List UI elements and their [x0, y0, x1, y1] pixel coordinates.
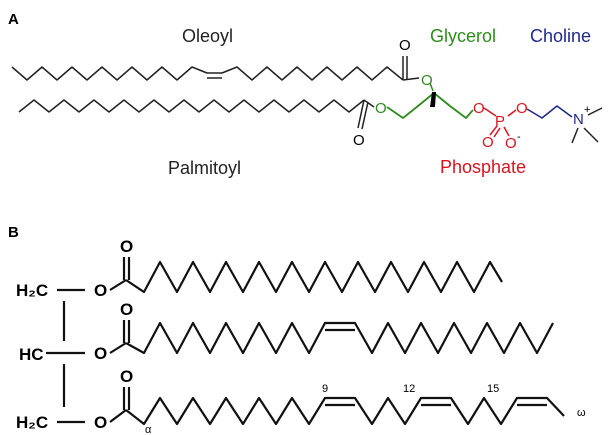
ester-to-glycerol-bond [429, 82, 434, 92]
phosphate-double-bond [489, 125, 498, 136]
palmitoyl-ester-oxygen: O [375, 100, 387, 117]
palmitoyl-carbonyl-bond-2 [361, 101, 369, 130]
row3-polyunsaturated-chain [125, 396, 565, 426]
row2-unsaturated-chain [125, 321, 554, 355]
position-15-label: 15 [487, 383, 499, 395]
phosphate-bond-1 [483, 107, 497, 117]
palmitoyl-carbonyl-bond [357, 99, 365, 129]
panel-a-label: A [8, 11, 19, 28]
row1-carbonyl-oxygen: O [120, 237, 133, 256]
oleoyl-label: Oleoyl [182, 26, 233, 46]
h2c-bottom: H₂C [16, 413, 48, 432]
row3-o-carbonyl-bond [109, 409, 127, 423]
oleoyl-chain [11, 66, 404, 81]
palmitoyl-label: Palmitoyl [168, 158, 241, 178]
row1-saturated-chain [125, 260, 503, 294]
row3-carbonyl-oxygen: O [120, 367, 133, 386]
panel-b: B H₂C HC H₂C O O O O O O [8, 224, 586, 435]
omega-end-label: ω [577, 407, 586, 419]
choline-linker [526, 105, 573, 119]
phosphate-bond-2 [507, 109, 517, 117]
phosphate-double-bond-2 [493, 127, 501, 138]
phosphate-label: Phosphate [440, 157, 526, 177]
palmitoyl-chain [18, 99, 365, 113]
panel-b-label: B [8, 224, 19, 241]
row3-ester-oxygen: O [94, 413, 107, 432]
glycerol-backbone [386, 92, 474, 119]
glycerol-stereo-wedge [430, 92, 436, 107]
hc-middle: HC [19, 345, 44, 364]
choline-nitrogen: N [573, 111, 584, 128]
row2-ester-oxygen: O [94, 344, 107, 363]
alpha-end-label: α [145, 424, 152, 435]
choline-label: Choline [530, 26, 591, 46]
choline-methyl-3 [583, 127, 599, 143]
position-9-label: 9 [322, 383, 328, 395]
glycerol-label: Glycerol [430, 26, 496, 46]
row1-ester-oxygen: O [94, 281, 107, 300]
phosphorus-atom: P [495, 113, 505, 130]
row2-o-carbonyl-bond [109, 342, 127, 354]
palmitoyl-ester-bond [363, 99, 375, 108]
phosphate-anion-oxygen: O [505, 135, 517, 152]
row1-o-carbonyl-bond [109, 279, 127, 291]
h2c-top: H₂C [16, 281, 48, 300]
row2-carbonyl-oxygen: O [120, 300, 133, 319]
phosphate-anion-bond [503, 126, 510, 137]
phosphate-bridge-oxygen: O [516, 100, 528, 117]
choline-methyl-1 [587, 107, 603, 116]
phosphate-ester-oxygen: O [473, 100, 485, 117]
palmitoyl-carbonyl-oxygen: O [353, 132, 365, 149]
position-12-label: 12 [403, 383, 415, 395]
oleoyl-carbonyl-oxygen: O [399, 37, 411, 54]
choline-methyl-2 [571, 127, 579, 144]
choline-positive-charge: + [584, 104, 590, 116]
oleoyl-ester-oxygen: O [421, 72, 433, 89]
panel-a: A O O O O O P O O O - N + [8, 11, 603, 178]
phosphate-negative-charge: - [517, 131, 521, 143]
oleoyl-ester-bond [402, 77, 420, 81]
phosphate-oxo-oxygen: O [482, 134, 494, 151]
